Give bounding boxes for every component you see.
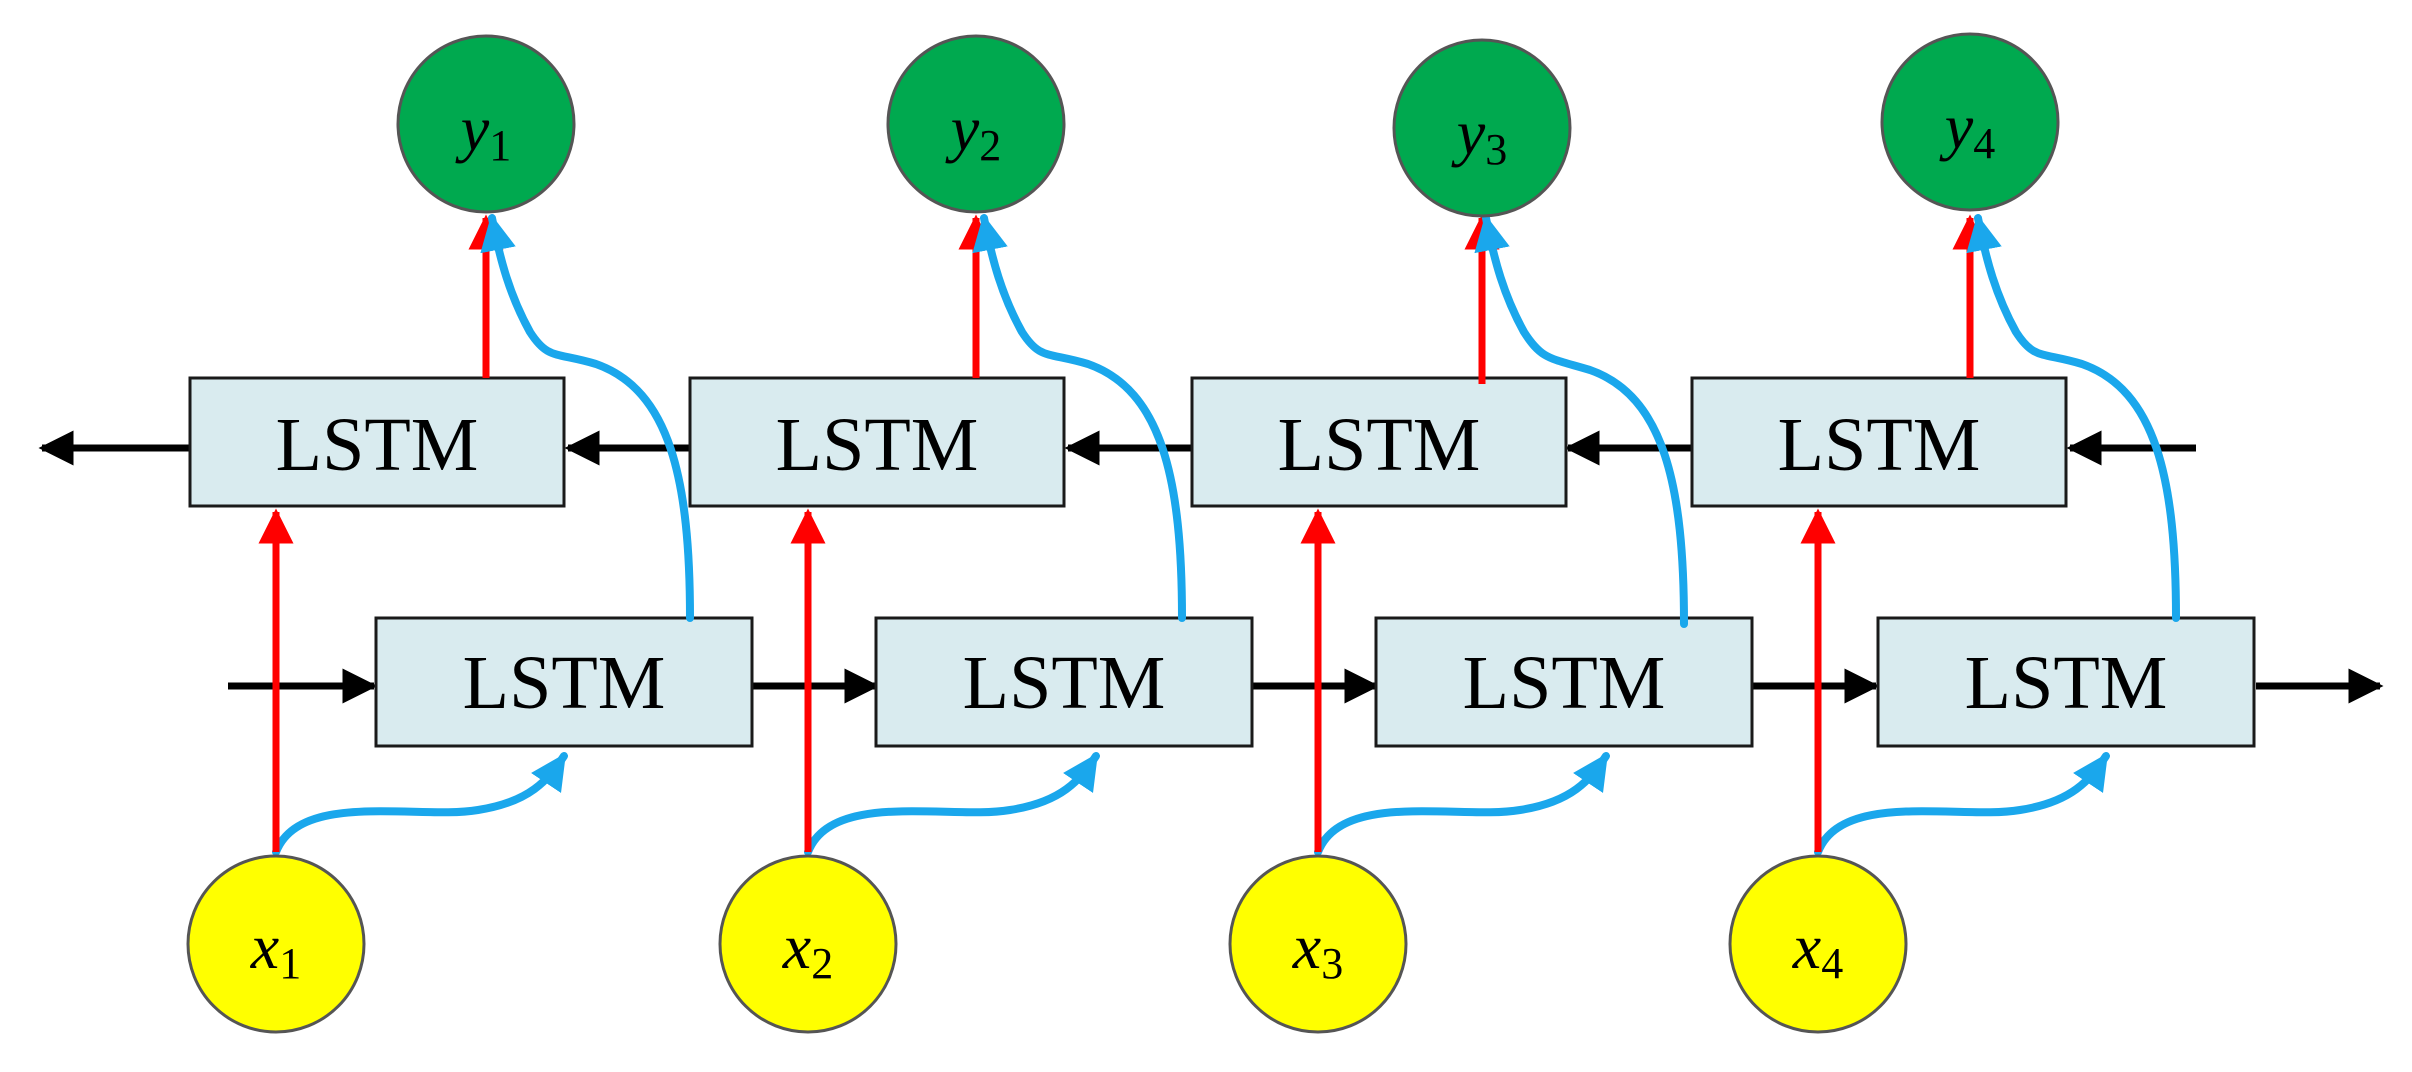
output-node-3: y3 (1392, 38, 1572, 218)
backward-lstm-box-3 (1190, 376, 1568, 508)
output-var-3: y (1451, 97, 1486, 168)
forward-lstm-label-1: LSTM (463, 641, 666, 725)
backward-lstm-label-3: LSTM (1278, 403, 1481, 487)
input-node-3: x3 (1228, 854, 1408, 1034)
input-sub-1: 1 (279, 939, 301, 988)
input-to-forward-arrows (272, 752, 2110, 856)
output-var-2: y (945, 93, 980, 164)
forward-output-arrow-3 (1474, 214, 1688, 628)
forward-lstm-box-4 (1876, 616, 2256, 748)
svg-text:y4: y4 (1939, 91, 1995, 168)
backward-lstm-label-1: LSTM (276, 403, 479, 487)
svg-text:x2: x2 (782, 911, 833, 988)
input-forward-arrow-2 (804, 752, 1100, 856)
backward-lstm-box-1 (188, 376, 566, 508)
backward-to-output-arrows (468, 214, 1988, 384)
backward-lstm-layer: LSTM LSTM LSTM LSTM (188, 376, 2068, 508)
svg-text:y1: y1 (455, 93, 511, 170)
input-sub-4: 4 (1821, 939, 1843, 988)
forward-lstm-layer: LSTM LSTM LSTM LSTM (374, 616, 2256, 748)
output-sub-3: 3 (1485, 125, 1507, 174)
output-sub-4: 4 (1973, 119, 1995, 168)
input-var-4: x (1792, 911, 1821, 982)
output-sub-1: 1 (489, 121, 511, 170)
input-var-2: x (782, 911, 811, 982)
backward-lstm-box-2 (688, 376, 1066, 508)
svg-text:y3: y3 (1451, 97, 1507, 174)
forward-output-arrow-4 (1966, 214, 2180, 622)
output-nodes: y1 y2 y3 y4 (396, 32, 2060, 218)
output-var-4: y (1939, 91, 1974, 162)
output-sub-2: 2 (979, 121, 1001, 170)
backward-lstm-box-4 (1690, 376, 2068, 508)
forward-output-arrow-1 (480, 214, 694, 622)
input-var-1: x (250, 911, 279, 982)
input-node-2: x2 (718, 854, 898, 1034)
forward-lstm-box-2 (874, 616, 1254, 748)
output-node-1: y1 (396, 34, 576, 214)
backward-lstm-label-2: LSTM (776, 403, 979, 487)
forward-output-arrow-2 (972, 214, 1186, 622)
svg-text:y2: y2 (945, 93, 1001, 170)
input-sub-3: 3 (1321, 939, 1343, 988)
input-forward-arrow-3 (1314, 752, 1610, 856)
input-var-3: x (1292, 911, 1321, 982)
forward-lstm-label-2: LSTM (963, 641, 1166, 725)
forward-lstm-box-3 (1374, 616, 1754, 748)
input-sub-2: 2 (811, 939, 833, 988)
input-node-4: x4 (1728, 854, 1908, 1034)
backward-lstm-label-4: LSTM (1778, 403, 1981, 487)
svg-text:x4: x4 (1792, 911, 1843, 988)
input-forward-arrow-1 (272, 752, 568, 856)
forward-lstm-box-1 (374, 616, 754, 748)
input-nodes: x1 x2 x3 x4 (186, 854, 1908, 1034)
output-node-4: y4 (1880, 32, 2060, 212)
forward-lstm-label-4: LSTM (1965, 641, 2168, 725)
input-node-1: x1 (186, 854, 366, 1034)
output-node-2: y2 (886, 34, 1066, 214)
output-var-1: y (455, 93, 490, 164)
forward-lstm-label-3: LSTM (1463, 641, 1666, 725)
input-forward-arrow-4 (1814, 752, 2110, 856)
svg-text:x3: x3 (1292, 911, 1343, 988)
forward-to-output-arrows (480, 214, 2180, 628)
input-to-backward-arrows (258, 508, 1836, 852)
svg-text:x1: x1 (250, 911, 301, 988)
